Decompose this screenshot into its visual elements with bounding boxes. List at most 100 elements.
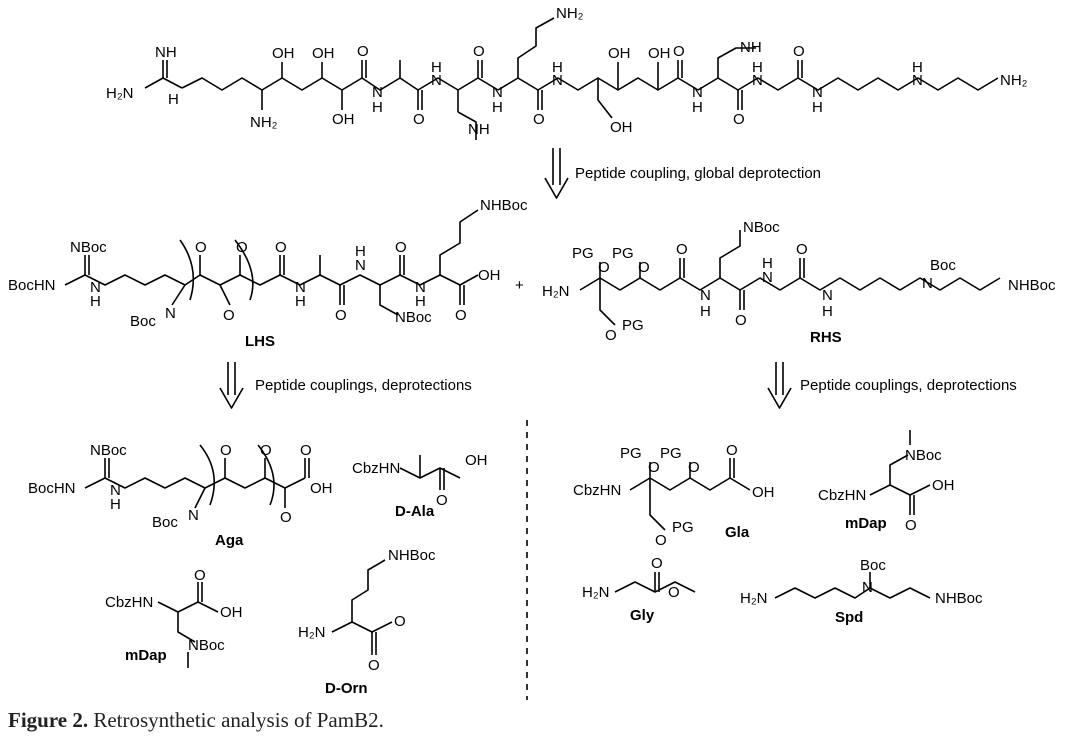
atom-label: O [395, 239, 407, 256]
mdap-right-structure [869, 430, 931, 515]
atom-label: NBoc [70, 239, 107, 256]
atom-label: H [692, 99, 703, 116]
atom-label: PG [672, 519, 694, 536]
atom-label: H [355, 243, 366, 260]
atom-label: N [431, 72, 442, 89]
pamb2-chain-4 [697, 77, 999, 91]
atom-label: O [394, 613, 406, 630]
atom-label: O [733, 111, 745, 128]
atom-label: N [492, 84, 503, 101]
step1-label: Peptide coupling, global deprotection [575, 165, 821, 182]
atom-label: O [688, 459, 700, 476]
spd-labels: H₂N Boc N NHBoc Spd [740, 557, 983, 626]
atom-label: O [236, 239, 248, 256]
atom-label: O [796, 241, 808, 258]
fragment-label-lhs: LHS [245, 333, 275, 350]
atom-label: H [431, 59, 442, 76]
atom-label: Boc [930, 257, 956, 274]
atom-label: CbzHN [573, 482, 621, 499]
mdap-left-structure [157, 582, 219, 668]
atom-label: NH₂ [1000, 72, 1028, 89]
atom-label: O [300, 442, 312, 459]
d-orn-structure [331, 559, 393, 655]
atom-label: N [355, 257, 366, 274]
atom-label: N [922, 275, 933, 292]
atom-label: H [415, 293, 426, 310]
atom-label: NH [740, 39, 762, 56]
atom-label: N [812, 84, 823, 101]
atom-label: O [335, 307, 347, 324]
atom-label: O [598, 259, 610, 276]
atom-label: CbzHN [818, 487, 866, 504]
aga-labels: NBoc BocHN N H Boc N O O O O OH Aga [28, 442, 333, 549]
atom-label: H₂N [740, 590, 768, 607]
atom-label: O [275, 239, 287, 256]
rhs-labels: PG O PG O H₂N O PG O N H NBoc O H N O N … [542, 219, 1056, 346]
atom-label: H [912, 59, 923, 76]
atom-label: O [905, 517, 917, 534]
atom-label: H₂N [542, 283, 570, 300]
atom-label: O [735, 312, 747, 329]
figure-caption: Figure 2. Retrosynthetic analysis of Pam… [8, 708, 1068, 733]
atom-label: H [90, 293, 101, 310]
atom-label: NBoc [188, 637, 225, 654]
atom-label: O [357, 43, 369, 60]
step2-right-label: Peptide couplings, deprotections [800, 377, 1017, 394]
atom-label: O [668, 584, 680, 601]
fragment-label-rhs: RHS [810, 329, 842, 346]
plus-sign: + [515, 277, 524, 294]
atom-label: H [552, 59, 563, 76]
atom-label: O [473, 43, 485, 60]
atom-label: BocHN [28, 480, 76, 497]
atom-label: O [220, 442, 232, 459]
fragment-label-d-orn: D-Orn [325, 680, 368, 697]
atom-label: BocHN [8, 277, 56, 294]
fragment-label-mdap-right: mDap [845, 515, 887, 532]
atom-label: O [676, 241, 688, 258]
atom-label: Boc [130, 313, 156, 330]
atom-label: O [260, 442, 272, 459]
atom-label: H [168, 91, 179, 108]
pamb2-guanidine-bond [144, 77, 183, 89]
step2-left-label: Peptide couplings, deprotections [255, 377, 472, 394]
aga-structure [84, 444, 310, 509]
retro-arrow-left [219, 362, 244, 409]
atom-label: H [492, 99, 503, 116]
atom-label: O [793, 43, 805, 60]
atom-label: N [295, 279, 306, 296]
fragment-label-gla: Gla [725, 524, 750, 541]
atom-label: O [436, 492, 448, 509]
atom-label: O [673, 43, 685, 60]
atom-label: O [638, 259, 650, 276]
fragment-label-spd: Spd [835, 609, 863, 626]
fragment-label-mdap-left: mDap [125, 647, 167, 664]
atom-label: NHBoc [1008, 277, 1056, 294]
atom-label: OH [608, 45, 631, 62]
atom-label: O [726, 442, 738, 459]
atom-label: H [295, 293, 306, 310]
atom-label: O [413, 111, 425, 128]
atom-label: OH [752, 484, 775, 501]
atom-label: O [280, 509, 292, 526]
atom-label: O [655, 532, 667, 549]
atom-label: PG [622, 317, 644, 334]
pamb2-chain-2 [361, 77, 499, 91]
atom-label: NH₂ [250, 114, 278, 131]
atom-label: NHBoc [480, 197, 528, 214]
d-orn-labels: NHBoc H₂N O O D-Orn [298, 547, 436, 697]
mdap-right-labels: NBoc CbzHN OH O mDap [818, 447, 955, 534]
spd-structure [774, 572, 931, 599]
atom-label: CbzHN [352, 460, 400, 477]
atom-label: NH [468, 121, 490, 138]
atom-label: H₂N [298, 624, 326, 641]
atom-label: O [533, 111, 545, 128]
rhs-structure [579, 230, 1001, 326]
atom-label: N [90, 279, 101, 296]
gla-structure [629, 458, 751, 531]
atom-label: N [372, 84, 383, 101]
gla-labels: PG O PG O CbzHN O OH O PG Gla [573, 442, 775, 549]
atom-label: NHBoc [935, 590, 983, 607]
atom-label: N [110, 482, 121, 499]
atom-label: H [812, 99, 823, 116]
atom-label: NBoc [905, 447, 942, 464]
